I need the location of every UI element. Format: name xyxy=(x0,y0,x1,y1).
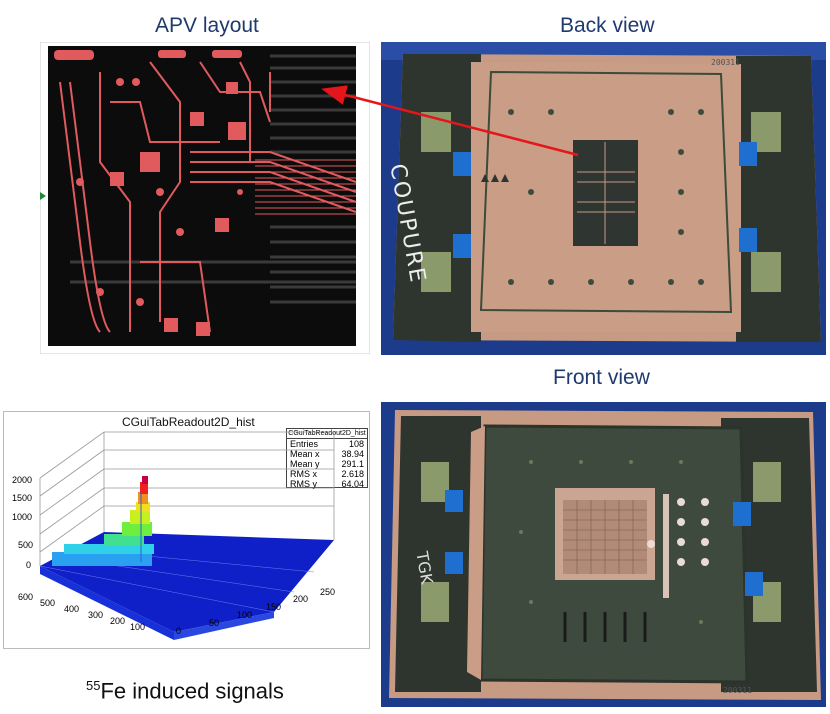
x-tick: 250 xyxy=(320,587,336,597)
y-tick: 400 xyxy=(64,604,80,614)
front-view-photo: 200311 TGK xyxy=(381,402,826,707)
back-view-photo: 200311 COUPURE xyxy=(381,42,826,355)
x-tick: 150 xyxy=(266,602,282,612)
back-serial-label: 200311 xyxy=(711,58,740,67)
x-tick: 50 xyxy=(209,618,220,628)
caption-text: Fe induced signals xyxy=(100,678,284,704)
y-tick: 100 xyxy=(130,622,146,632)
caption-fe-signals: 55Fe induced signals xyxy=(86,678,284,704)
z-tick: 500 xyxy=(18,540,34,550)
x-tick: 200 xyxy=(293,594,309,604)
z-tick: 1000 xyxy=(12,512,33,522)
y-tick: 500 xyxy=(40,598,56,608)
histogram-title: CGuiTabReadout2D_hist xyxy=(122,415,255,429)
z-tick: 0 xyxy=(26,560,32,570)
front-view-title: Front view xyxy=(553,366,650,389)
caption-isotope-mass: 55 xyxy=(86,678,101,693)
back-view-title: Back view xyxy=(560,14,655,37)
y-tick: 600 xyxy=(18,592,34,602)
x-tick: 100 xyxy=(237,610,253,620)
z-tick: 1500 xyxy=(12,493,33,503)
apv-layout-image xyxy=(39,41,371,355)
histogram-panel: CGuiTabReadout2D_hist CGuiTabReadout2D_h… xyxy=(3,411,370,649)
z-tick: 2000 xyxy=(12,475,33,485)
y-tick: 300 xyxy=(88,610,104,620)
y-tick: 0 xyxy=(176,626,182,636)
stats-box-name: CGuiTabReadout2D_hist xyxy=(287,430,367,439)
front-serial-label: 200311 xyxy=(723,686,752,695)
y-tick: 200 xyxy=(110,616,126,626)
apv-layout-title: APV layout xyxy=(155,14,259,37)
